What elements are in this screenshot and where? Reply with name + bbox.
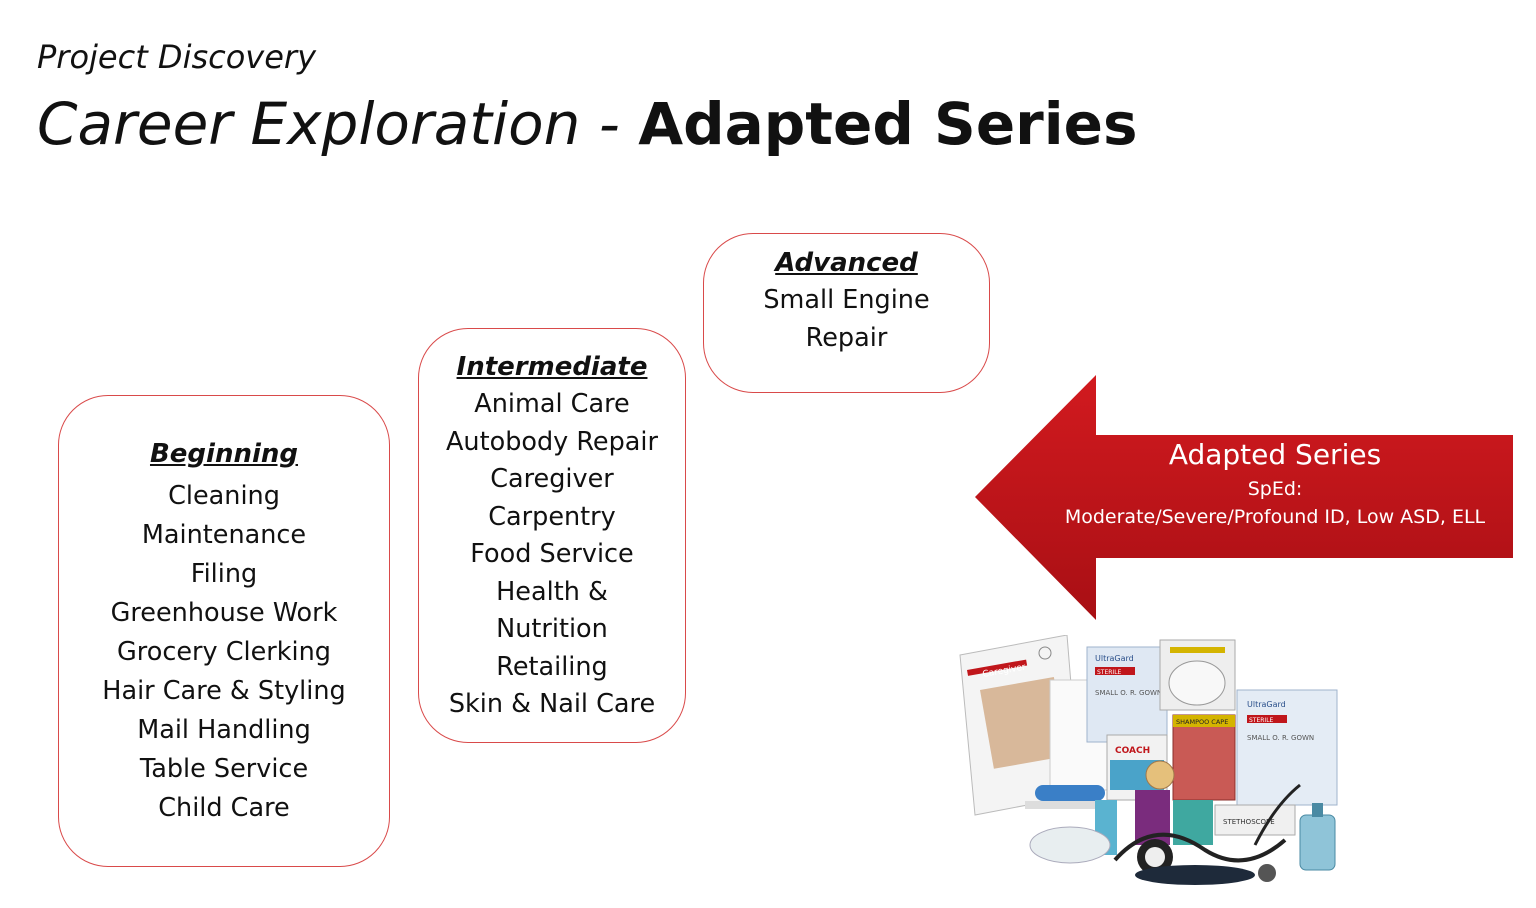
beginning-heading: Beginning [149,439,299,469]
svg-text:UltraGard: UltraGard [1247,700,1286,709]
list-item: Skin & Nail Care [448,689,656,719]
svg-text:SMALL O. R. GOWN: SMALL O. R. GOWN [1095,689,1162,697]
intermediate-list: Animal Care Autobody Repair Caregiver Ca… [419,386,685,724]
arrow-sped-label: SpEd: [1247,478,1303,500]
arrow-title: Adapted Series [1168,438,1382,471]
brush-icon [1025,785,1115,809]
list-item: Hair Care & Styling [102,676,346,706]
list-item: Small Engine [763,285,930,315]
left-arrow-icon [975,375,1513,620]
beginning-list: Cleaning Maintenance Filing Greenhouse W… [59,477,389,828]
list-item: Cleaning [168,481,280,511]
list-item: Animal Care [474,389,630,419]
advanced-heading: Advanced [775,248,918,278]
intermediate-level-box: Intermediate Animal Care Autobody Repair… [418,328,686,743]
svg-text:COACH: COACH [1115,746,1150,756]
svg-text:SHAMPOO CAPE: SHAMPOO CAPE [1176,718,1228,726]
page-title: Career Exploration - Adapted Series [37,90,1138,158]
list-item: Retailing [496,651,608,682]
title-bold-part: Adapted Series [638,90,1138,158]
list-item: Filing [190,559,258,589]
gown-package-icon: UltraGard STERILE SMALL O. R. GOWN [1086,646,1168,743]
list-item: Maintenance [141,520,307,550]
arrow-shape [975,375,1513,620]
list-item: Child Care [158,793,290,823]
list-item: Nutrition [496,614,608,644]
list-item: Health & [496,576,608,607]
list-item: Greenhouse Work [110,598,338,628]
project-subtitle: Project Discovery [37,38,317,76]
stethoscope-icon [1113,783,1301,882]
list-item: Repair [805,322,888,353]
kit-contents-image: Caregiver UltraGard STERILE SMALL O. R. … [959,634,1338,885]
svg-text:STERILE: STERILE [1097,669,1122,676]
svg-text:UltraGard: UltraGard [1095,654,1134,663]
list-item: Grocery Clerking [117,637,331,667]
arrow-text: Adapted Series SpEd: Moderate/Severe/Pro… [1035,435,1515,531]
list-item: Table Service [139,754,309,784]
list-item: Mail Handling [137,715,311,745]
beginning-level-box: Beginning Cleaning Maintenance Filing Gr… [58,395,390,867]
list-item: Caregiver [490,464,614,494]
svg-text:STETHOSCOPE: STETHOSCOPE [1223,818,1275,826]
adapted-series-arrow: Adapted Series SpEd: Moderate/Severe/Pro… [975,375,1515,620]
svg-text:SMALL O. R. GOWN: SMALL O. R. GOWN [1247,734,1314,742]
list-item: Carpentry [488,501,616,532]
intermediate-heading: Intermediate [456,352,648,382]
list-item: Autobody Repair [445,426,659,457]
arrow-audience: Moderate/Severe/Profound ID, Low ASD, EL… [1064,506,1486,528]
mask-icon [1159,639,1236,711]
advanced-list: Small Engine Repair [704,282,989,357]
list-item: Food Service [470,539,634,569]
title-italic-part: Career Exploration - [37,90,639,158]
svg-text:STERILE: STERILE [1249,717,1274,724]
caregiver-kit-photo: Caregiver UltraGard STERILE SMALL O. R. … [955,634,1355,890]
advanced-level-box: Advanced Small Engine Repair [703,233,990,393]
